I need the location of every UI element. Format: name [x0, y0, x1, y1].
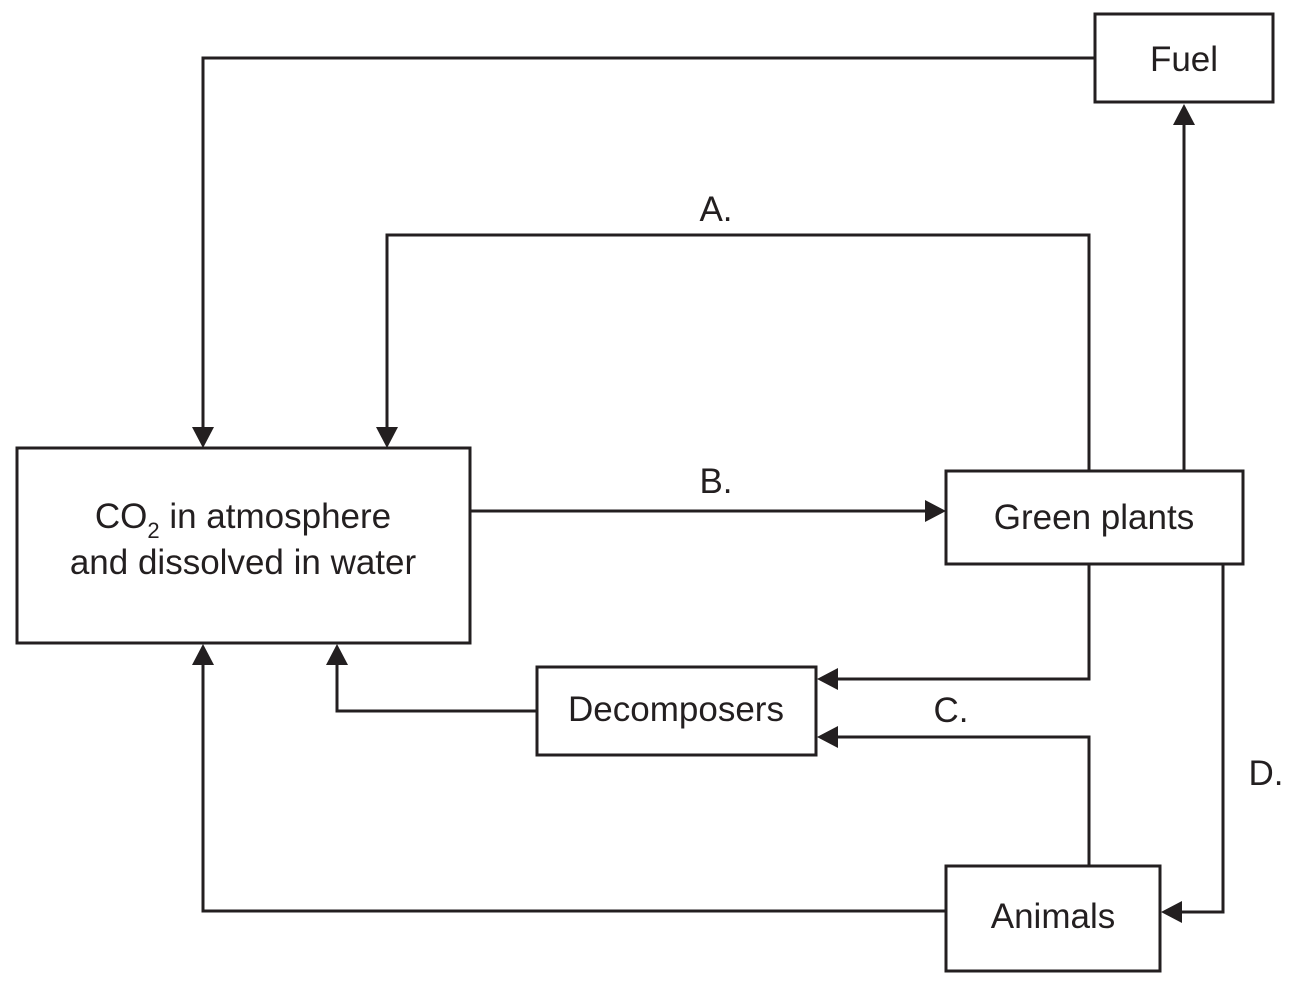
connectors [192, 56, 1225, 923]
co2-label-line2: and dissolved in water [70, 543, 417, 582]
co2-label-line1: CO2 in atmosphere [95, 497, 391, 543]
label-a: A. [699, 190, 732, 229]
fuel-box [1093, 12, 1275, 104]
arrowhead-fuel-to-co2 [192, 427, 214, 448]
node-animals: Animals [944, 864, 1162, 973]
arrowhead-c [817, 726, 838, 748]
green-plants-box [944, 469, 1245, 566]
arrowhead-decomposers-to-co2 [326, 644, 348, 665]
label-b: B. [699, 462, 732, 501]
edge-a-plants-to-co2 [385, 233, 1091, 471]
arrowhead-to-fuel [1173, 104, 1195, 125]
decomposers-box [535, 665, 818, 757]
animals-label: Animals [991, 897, 1115, 936]
node-fuel: Fuel [1093, 12, 1275, 104]
green-plants-label: Green plants [994, 498, 1194, 537]
edge-fuel-to-co2 [201, 56, 1095, 430]
animals-box [944, 864, 1162, 973]
edge-c-animals-to-decomposers [834, 735, 1091, 866]
arrowhead-b [925, 500, 946, 522]
node-decomposers: Decomposers [535, 665, 818, 757]
label-c: C. [934, 691, 969, 730]
node-green-plants: Green plants [944, 469, 1245, 566]
edge-d-plants-to-animals [1178, 565, 1225, 914]
arrowhead-animals-to-co2 [192, 644, 214, 665]
arrowhead-plants-to-decomposers [817, 668, 838, 690]
arrowhead-a [376, 427, 398, 448]
arrowhead-d [1161, 901, 1182, 923]
decomposers-label: Decomposers [568, 690, 784, 729]
co2-box [15, 446, 472, 645]
node-co2: CO2 in atmosphere and dissolved in water [15, 446, 472, 645]
fuel-label: Fuel [1150, 40, 1218, 79]
edge-plants-to-decomposers [834, 565, 1091, 681]
edge-animals-to-co2 [201, 662, 946, 913]
edge-decomposers-to-co2 [335, 662, 537, 713]
label-d: D. [1249, 754, 1284, 793]
